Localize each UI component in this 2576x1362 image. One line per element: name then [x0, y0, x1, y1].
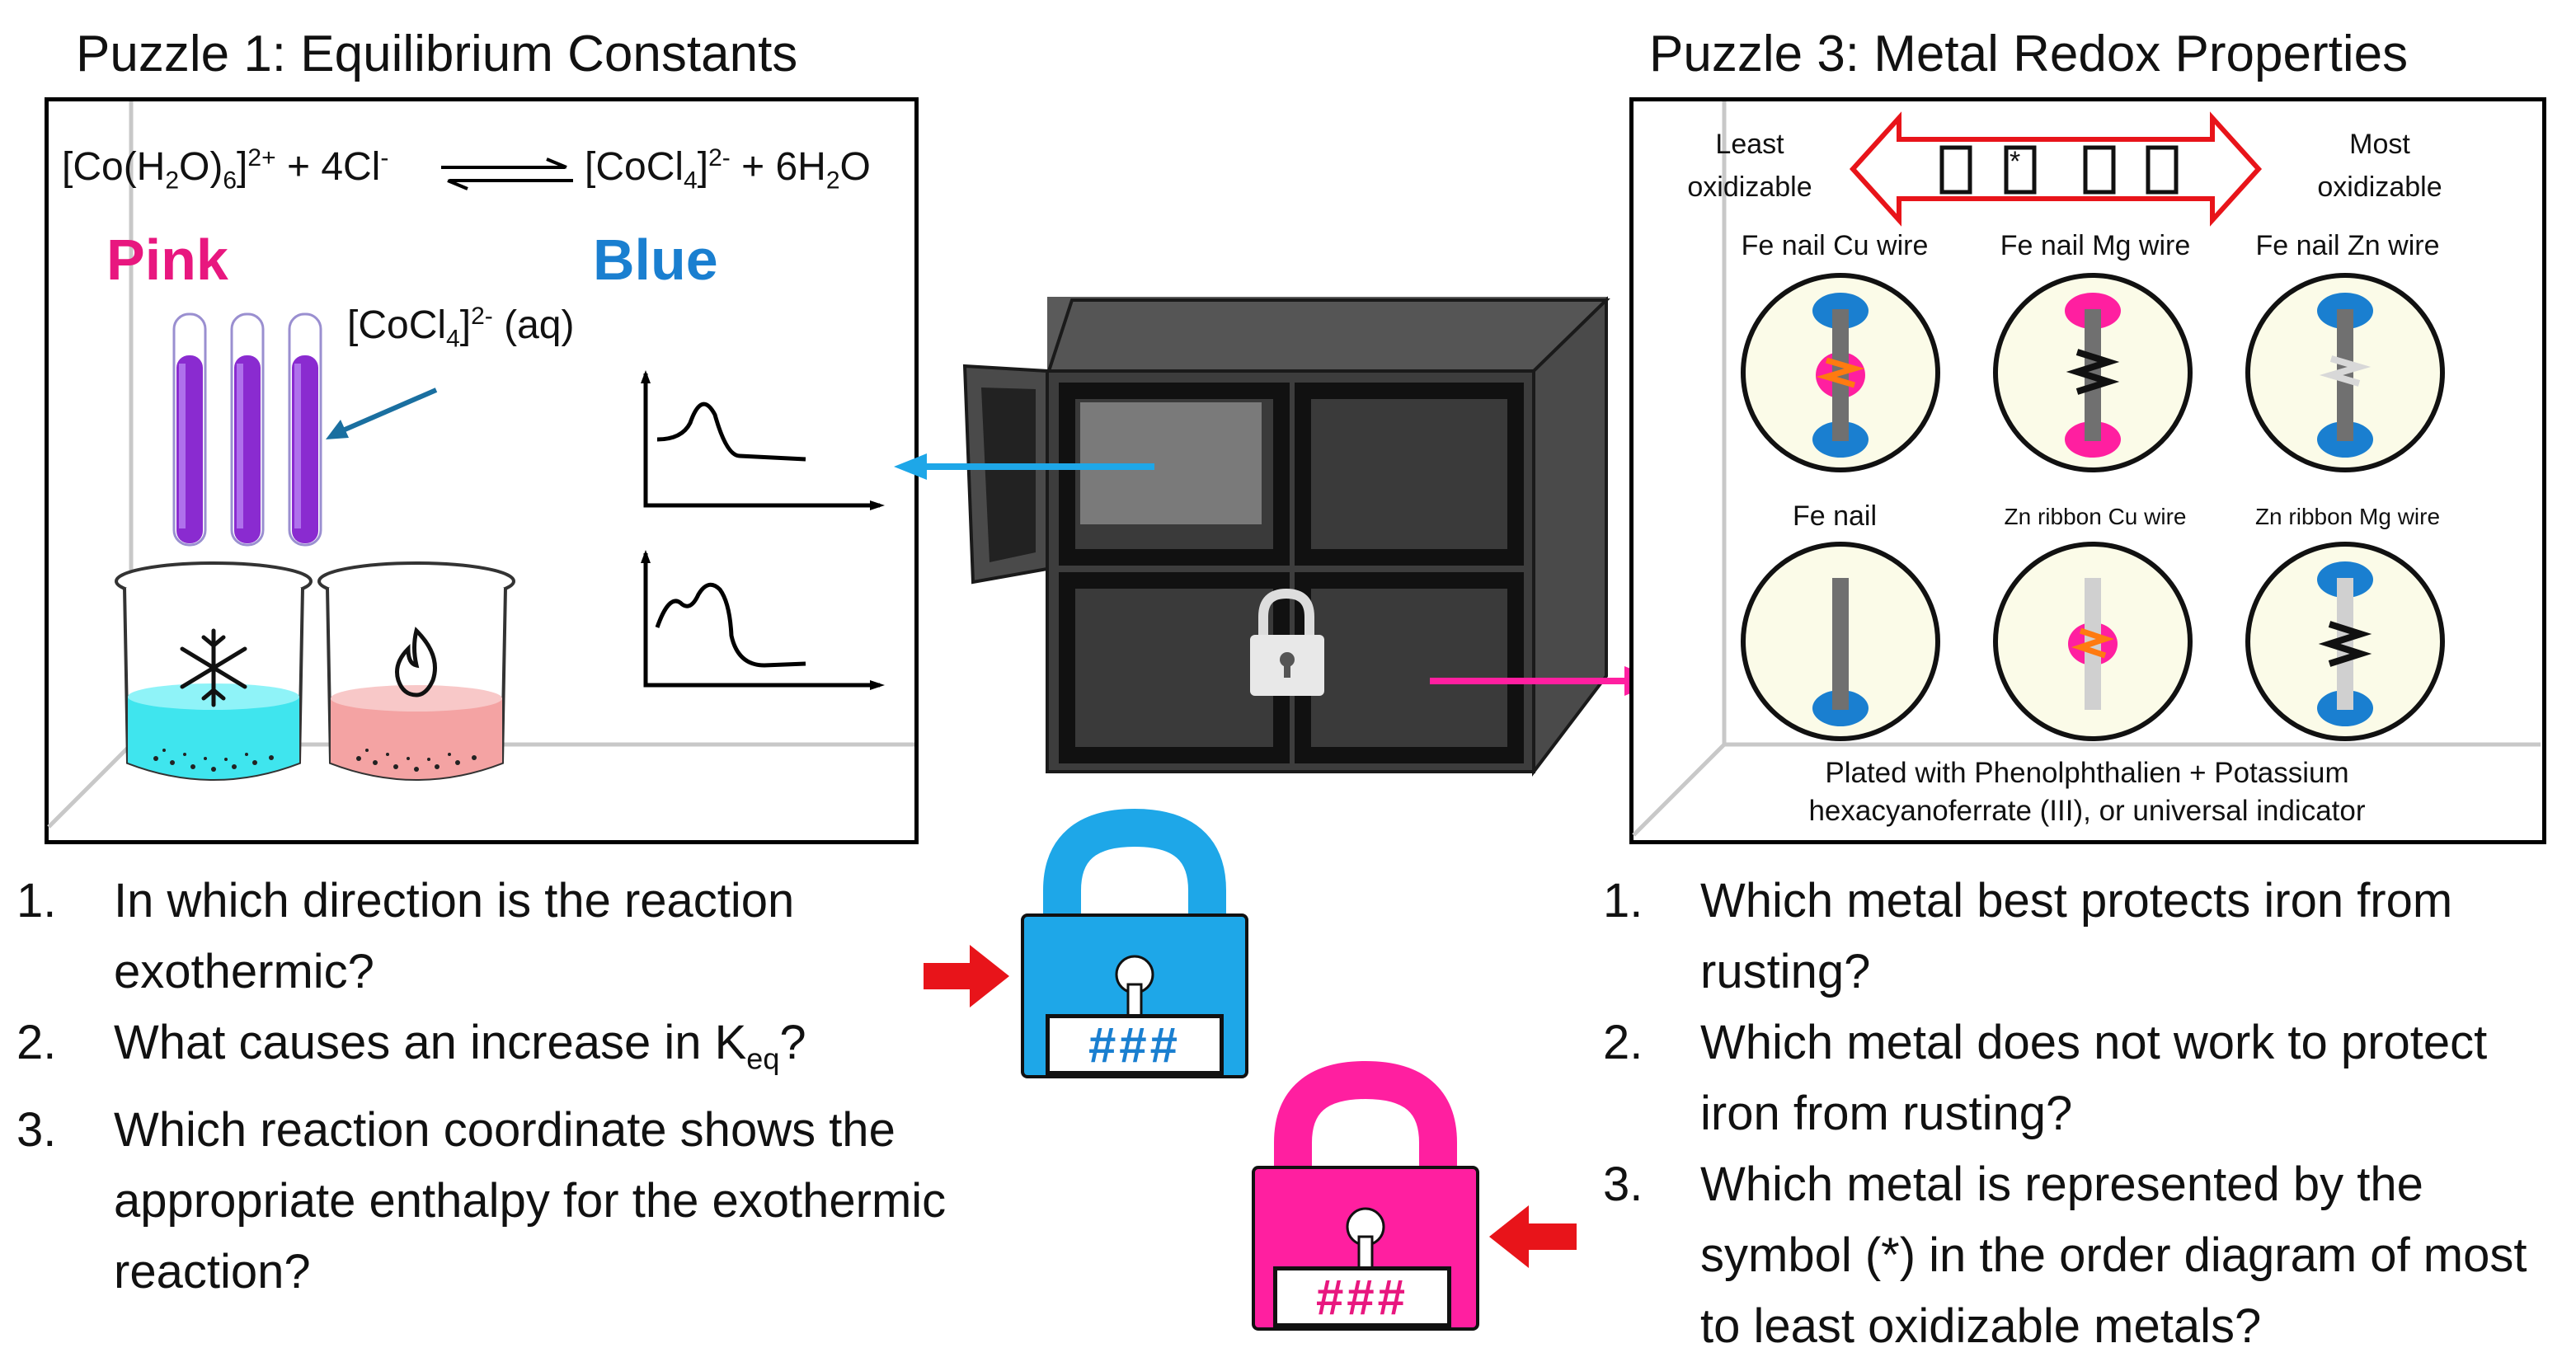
blue-arrow-to-puzzle1: [894, 453, 1154, 480]
room-perspective-lines-3: [1632, 101, 2541, 837]
puzzle1-question-2: 2. What causes an increase in Keq?: [16, 1016, 806, 1076]
equilibrium-equation-left: [Co(H2O)6]2+ + 4Cl-: [62, 144, 389, 195]
petri-dish-fe-cu: [1741, 273, 1940, 472]
puzzle1-question-3: 3. Which reaction coordinate shows the a…: [16, 1102, 947, 1299]
puzzle1-questions: 1. In which direction is the reaction ex…: [16, 866, 948, 1308]
sample-label-fe-mg: Fe nail Mg wire: [2000, 230, 2191, 261]
plating-footer-text: Plated with Phenolphthalien + Potassium …: [1808, 757, 2366, 827]
reaction-coordinate-plot-2: [641, 550, 885, 690]
puzzle3-panel: * Least oxidizable Most oxidizable Fe na…: [1629, 97, 2546, 844]
pink-lock-code: ###: [1273, 1266, 1451, 1327]
puzzle3-question-3: 3. Which metal is represented by the sym…: [1603, 1158, 2527, 1353]
petri-dish-fe: [1741, 542, 1940, 741]
oxidizability-scale: [1849, 111, 2263, 227]
flame-icon: [395, 627, 437, 697]
pink-label: Pink: [106, 228, 228, 292]
equilibrium-arrows: [441, 157, 573, 190]
cold-beaker: [115, 561, 313, 781]
blue-lock-code: ###: [1046, 1014, 1224, 1075]
test-tubes: [172, 312, 322, 547]
sample-label-zn-cu: Zn ribbon Cu wire: [2004, 504, 2187, 529]
petri-dish-fe-zn: [2245, 273, 2445, 472]
puzzle1-title: Puzzle 1: Equilibrium Constants: [76, 26, 798, 82]
cabinet-padlock-icon: [1250, 588, 1324, 696]
hot-beaker: [317, 561, 515, 781]
puzzle1-panel: [Co(H2O)6]2+ + 4Cl- [CoCl4]2- + 6H2O Pin…: [45, 97, 919, 844]
petri-dish-zn-cu: [1993, 542, 2193, 741]
star-symbol: *: [2010, 146, 2021, 177]
equilibrium-equation-right: [CoCl4]2- + 6H2O: [585, 144, 871, 195]
puzzle3-question-1: 1. Which metal best protects iron from r…: [1603, 874, 2453, 998]
puzzle3-questions: 1. Which metal best protects iron from r…: [1603, 866, 2568, 1362]
most-oxidizable-label: Most oxidizable: [2317, 129, 2442, 203]
least-oxidizable-label: Least oxidizable: [1687, 129, 1812, 203]
puzzle1-question-1: 1. In which direction is the reaction ex…: [16, 874, 795, 998]
sample-label-fe-zn: Fe nail Zn wire: [2255, 230, 2440, 261]
petri-dish-zn-mg: [2245, 542, 2445, 741]
sample-label-fe-cu: Fe nail Cu wire: [1741, 230, 1929, 261]
complex-label: [CoCl4]2- (aq): [347, 303, 575, 353]
reaction-coordinate-plot-1: [641, 370, 885, 510]
sample-label-zn-mg: Zn ribbon Mg wire: [2254, 504, 2441, 529]
puzzle3-question-2: 2. Which metal does not work to protect …: [1603, 1016, 2488, 1140]
puzzle3-title: Puzzle 3: Metal Redox Properties: [1649, 26, 2409, 82]
sample-label-fe: Fe nail: [1792, 500, 1878, 532]
petri-dish-fe-mg: [1993, 273, 2193, 472]
pointer-arrow: [326, 387, 438, 439]
blue-label: Blue: [593, 228, 718, 292]
red-arrow-to-pink-lock: [1489, 1205, 1577, 1268]
red-arrow-to-blue-lock: [924, 945, 1009, 1007]
locker-cabinet: [962, 294, 1610, 777]
